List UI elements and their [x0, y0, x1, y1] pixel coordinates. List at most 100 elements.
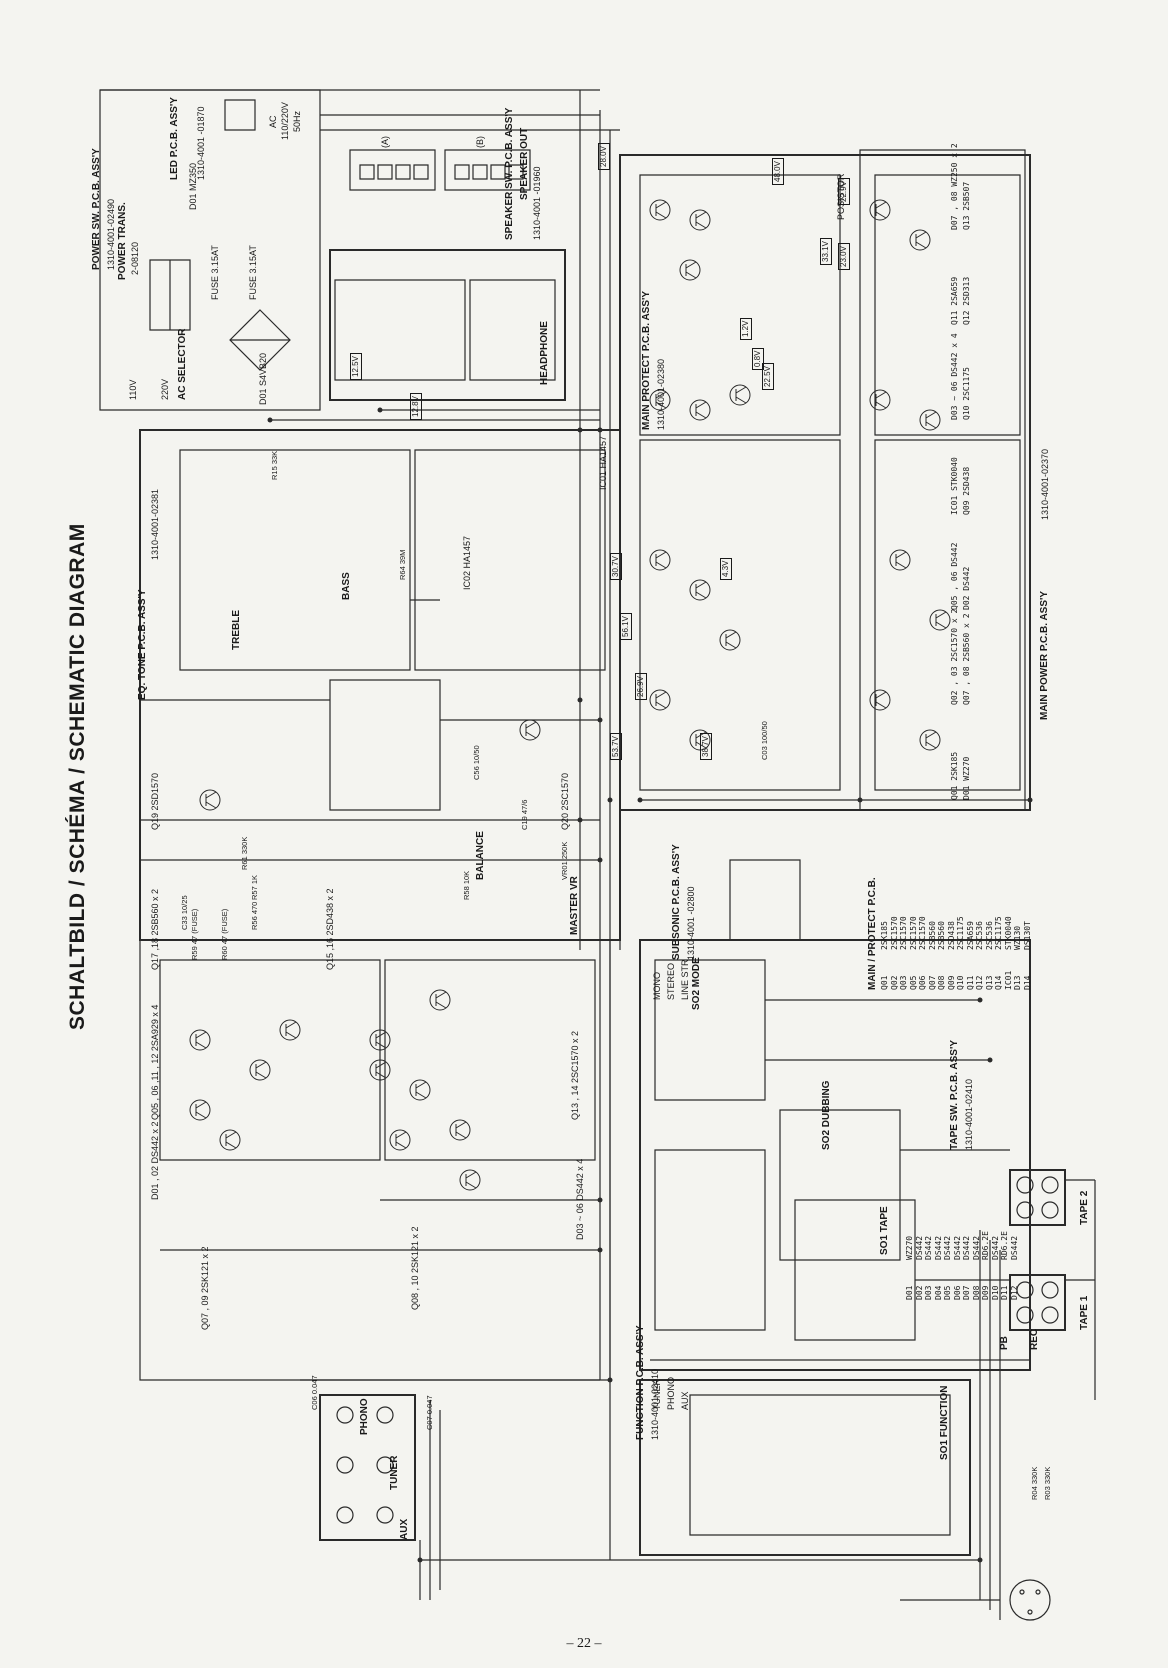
parts-row: IC01STK0040: [1004, 790, 1014, 990]
tape-sw-label: TAPE SW. P.C.B. ASS'Y: [949, 1040, 960, 1150]
part-ref: D05: [943, 1285, 952, 1300]
parts-row: D10DS442: [991, 1140, 1001, 1300]
transistor-lead: [256, 1072, 266, 1078]
parts-row: D04DS442: [934, 1140, 944, 1300]
transistor-lead: [206, 792, 216, 798]
tuner-jack-label: TUNER: [389, 1455, 400, 1490]
part-value: 2SC536: [975, 921, 984, 950]
tape-switch-label: SO1 TAPE: [879, 1206, 890, 1255]
component-mark: C56 10/50: [472, 745, 481, 780]
junction-dot: [417, 1557, 423, 1563]
part-ref: D08: [971, 1285, 981, 1300]
function-switch-label: SO1 FUNCTION: [939, 1385, 950, 1460]
transistor-lead: [656, 702, 666, 708]
part-value: DS442: [990, 1235, 1000, 1260]
transistor-lead: [736, 387, 746, 393]
voltage-label: 28.0V: [598, 143, 610, 170]
function-pos-1: PHONO: [666, 1376, 676, 1410]
parts-row: Q112SA659: [966, 790, 976, 990]
transistor-lead: [656, 202, 666, 208]
phono-jack-label: PHONO: [359, 1398, 370, 1435]
parts-row: Q072SB560: [928, 790, 938, 990]
parts-row: D03DS442: [924, 1140, 934, 1300]
junction-dot: [597, 427, 603, 433]
junction-dot: [597, 717, 603, 723]
component-mark: VR01 250K: [560, 841, 569, 880]
part-ref: D09: [981, 1285, 990, 1300]
transistor-lead: [896, 552, 906, 558]
transistor-symbol: [920, 410, 940, 430]
main-power-frame: [860, 150, 1025, 810]
transistor-symbol: [650, 690, 670, 710]
component-mark: R15 33K: [270, 450, 279, 480]
transistor-lead: [656, 692, 666, 698]
function-frame: [640, 1380, 970, 1555]
main-power-part: D07 , 08 WZ250 x 2: [950, 143, 959, 230]
parts-row: D14DS130T: [1023, 790, 1033, 990]
part-ref: Q10: [956, 975, 965, 990]
transistor-lead: [416, 1082, 426, 1088]
part-value: RD6.2E: [1000, 1231, 1009, 1260]
transistor-symbol: [910, 230, 930, 250]
transistor-symbol: [390, 1130, 410, 1150]
ac-selector-110: 110V: [128, 379, 138, 400]
parts-row: D08 DS442: [972, 1140, 982, 1300]
voltage-label: 53.7V: [610, 733, 622, 760]
part-ref: D01: [905, 1285, 914, 1300]
transistor-lead: [196, 1112, 206, 1118]
d03-06-label: D03 ~ 06 DS442 x 4: [575, 1158, 585, 1240]
main-power-part: D03 ~ 06 DS442 x 4: [950, 333, 959, 420]
transistor-lead: [526, 722, 536, 728]
part-value: DS442: [952, 1235, 962, 1260]
ic02-label: IC02 HA1457: [462, 535, 472, 590]
junction-dot: [977, 1557, 983, 1563]
transistor-lead: [656, 562, 666, 568]
component-mark: R03 330K: [1043, 1466, 1052, 1500]
transistor-lead: [656, 402, 666, 408]
junction-dot: [857, 797, 863, 803]
tape1-jack-frame: [1010, 1275, 1065, 1330]
part-ref: Q03: [899, 975, 908, 990]
voltage-label: 26.9V: [635, 673, 647, 700]
transistor-symbol: [870, 690, 890, 710]
component-mark: R56 470: [250, 901, 259, 930]
component-mark: C33 10/25: [180, 895, 189, 930]
transistor-lead: [936, 612, 946, 618]
part-value: 2SA659: [965, 921, 975, 950]
transistor-lead: [686, 262, 696, 268]
part-value: 2SC1570: [918, 916, 927, 950]
transistor-lead: [656, 392, 666, 398]
component-mark: R57 1K: [250, 874, 259, 900]
voltage-label: 38.7V: [700, 733, 712, 760]
parts-row: D02DS442: [915, 1140, 925, 1300]
junction-dot: [607, 1377, 613, 1383]
part-ref: Q01: [880, 975, 889, 990]
transistor-lead: [416, 1092, 426, 1098]
voltage-label: 1.2V: [740, 317, 752, 340]
speaker-sw-part: 1310-4001 -01960: [532, 166, 542, 240]
transistor-symbol: [430, 990, 450, 1010]
d01-02-label: D01 , 02 DS442 x 2: [150, 1121, 160, 1200]
q07-09-label: Q07 , 09 2SK121 x 2: [200, 1246, 210, 1330]
transistor-lead: [876, 692, 886, 698]
part-value: DS442: [971, 1235, 981, 1260]
part-value: 2SC1175: [994, 916, 1003, 950]
part-ref: Q09: [946, 975, 956, 990]
transistor-lead: [526, 732, 536, 738]
bass-label: BASS: [341, 572, 352, 600]
part-value: DS442: [924, 1235, 933, 1260]
junction-dot: [597, 1197, 603, 1203]
transistor-symbol: [410, 1080, 430, 1100]
junction-dot: [267, 417, 273, 423]
transistor-lead: [226, 1142, 236, 1148]
transistor-lead: [696, 222, 706, 228]
mode-pos-2: LINE STR: [680, 959, 690, 1000]
mode-switch-label: SO2 MODE: [691, 957, 702, 1010]
junction-dot: [597, 857, 603, 863]
main-power-label: MAIN POWER P.C.B. ASS'Y: [1039, 590, 1050, 720]
q13-14-label: Q13 , 14 2SC1570 x 2: [570, 1030, 580, 1120]
parts-row: Q122SC536: [975, 790, 985, 990]
transistor-symbol: [650, 390, 670, 410]
